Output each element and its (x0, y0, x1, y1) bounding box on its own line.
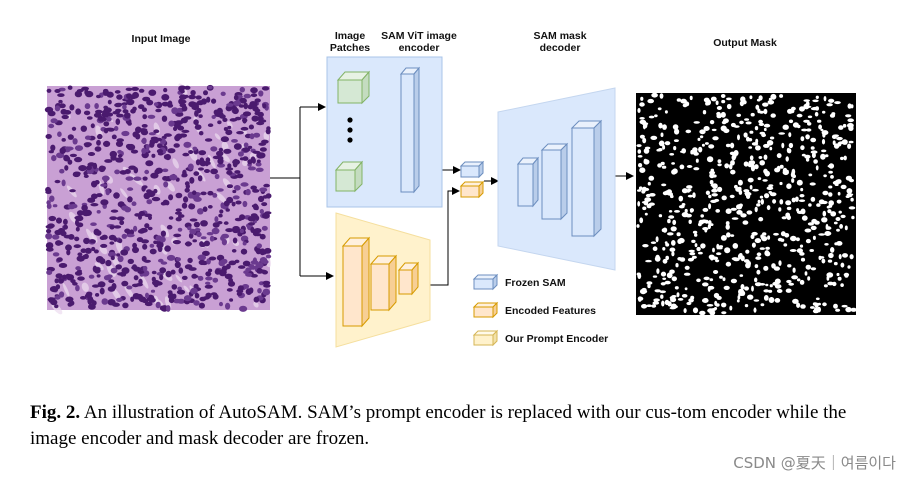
mask-decoder-label-line1: SAM mask (533, 30, 587, 42)
legend-frozen-icon (472, 273, 499, 291)
legend-icons (472, 273, 499, 347)
output-mask-label: Output Mask (713, 37, 777, 49)
figure-caption: Fig. 2. An illustration of AutoSAM. SAM’… (30, 400, 890, 452)
prompt-block-medium (369, 254, 398, 312)
image-patch-bottom (334, 160, 364, 193)
output-mask-image (636, 92, 857, 316)
prompt-block-large (341, 236, 371, 328)
input-image (44, 83, 272, 315)
mask-decoder-label-line2: decoder (539, 42, 581, 54)
decoder-block-small (516, 156, 540, 208)
prompt-block-small (397, 261, 420, 296)
image-encoder-label-line1: SAM ViT image (381, 30, 457, 42)
legend-encoded-icon (472, 301, 499, 319)
sam-mask-decoder (497, 87, 616, 271)
image-patches-label-line1: Image (334, 30, 366, 42)
caption-prefix: Fig. 2. (30, 402, 81, 423)
legend-prompt-icon (472, 329, 499, 347)
decoder-block-large (570, 119, 603, 238)
input-image-label: Input Image (131, 33, 191, 45)
decoder-block-medium (540, 142, 569, 221)
encoder-block (399, 66, 421, 194)
mask-decoder-label: SAM mask decoder (525, 30, 595, 54)
image-encoder-label-line2: encoder (398, 42, 440, 54)
encoded-feature-block (459, 180, 485, 199)
image-patches-label: Image Patches (322, 30, 378, 54)
ellipsis-dots (347, 117, 353, 143)
image-embedding-block (459, 160, 485, 179)
image-encoder-label: SAM ViT image encoder (376, 30, 462, 54)
image-patch-top (336, 70, 371, 105)
sam-image-encoder (326, 56, 443, 208)
image-patches-label-line2: Patches (329, 42, 371, 54)
legend-encoded-label: Encoded Features (505, 305, 597, 317)
prompt-encoder (335, 212, 431, 348)
caption-text: An illustration of AutoSAM. SAM’s prompt… (30, 402, 847, 449)
watermark: CSDN @夏天｜여름이다 (733, 454, 896, 472)
legend-frozen-label: Frozen SAM (505, 277, 566, 289)
legend-prompt-label: Our Prompt Encoder (505, 333, 609, 345)
